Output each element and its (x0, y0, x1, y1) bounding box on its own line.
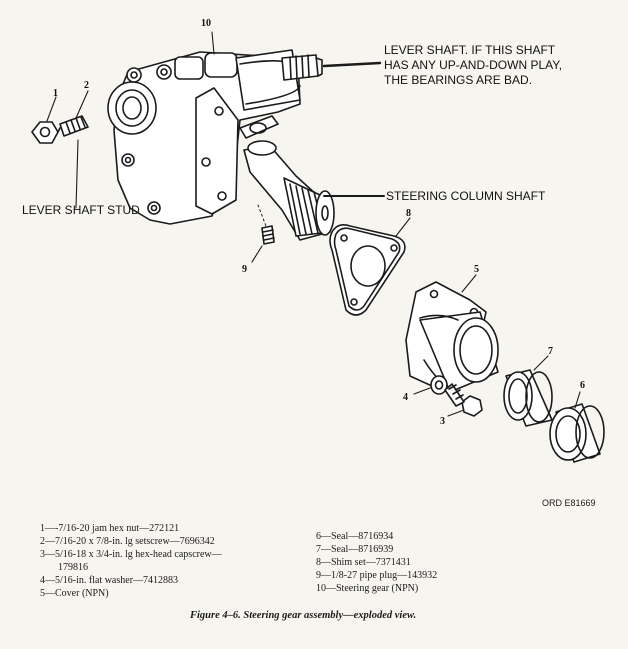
pipe-plug (257, 204, 275, 245)
cover (405, 281, 499, 393)
legend-item: 7—Seal—8716939 (316, 544, 394, 555)
legend-item: 6—Seal—8716934 (316, 531, 394, 542)
legend-item: 5—Cover (NPN) (40, 588, 109, 599)
part-number-2: 2 (84, 80, 89, 91)
legend-item: 10—Steering gear (NPN) (316, 583, 419, 594)
shim-set (329, 224, 406, 316)
hex-head-capscrew (444, 383, 483, 417)
lever-shaft-note-line-1: LEVER SHAFT. IF THIS SHAFT (384, 43, 556, 57)
legend-item: 9—1/8-27 pipe plug—143932 (316, 570, 438, 581)
legend-item: 8—Shim set—7371431 (316, 557, 411, 568)
seal-7 (503, 369, 553, 427)
legend-item: 2—7/16-20 x 7/8-in. lg setscrew—7696342 (40, 536, 215, 547)
part-number-1: 1 (53, 88, 58, 99)
part-number-8: 8 (406, 208, 411, 219)
part-number-4: 4 (403, 392, 408, 403)
parts-legend-left: 1—-7/16-20 jam hex nut—272121 2—7/16-20 x… (40, 522, 222, 600)
part-number-6: 6 (580, 380, 585, 391)
figure-caption: Figure 4–6. Steering gear assembly—explo… (190, 610, 417, 621)
legend-item: 179816 (58, 562, 88, 573)
flat-washer (430, 375, 448, 395)
lever-shaft-stud-label: LEVER SHAFT STUD (22, 203, 140, 217)
parts-legend-right: 6—Seal—8716934 7—Seal—8716939 8—Shim set—7… (316, 530, 437, 595)
part-number-9: 9 (242, 264, 247, 275)
ord-number: ORD E81669 (542, 498, 596, 508)
lever-shaft-note-line-3: THE BEARINGS ARE BAD. (384, 73, 533, 87)
legend-item: 3—5/16-18 x 3/4-in. lg hex-head capscrew… (40, 549, 222, 560)
setscrew (59, 115, 89, 137)
steering-gear-housing (107, 49, 323, 225)
legend-item: 4—5/16-in. flat washer—7412883 (40, 575, 179, 586)
part-number-7: 7 (548, 346, 553, 357)
lever-shaft-note: LEVER SHAFT. IF THIS SHAFT HAS ANY UP-AN… (384, 43, 562, 88)
steering-column-shaft-label: STEERING COLUMN SHAFT (386, 189, 546, 203)
leader-lines (46, 31, 581, 417)
jam-hex-nut (31, 121, 61, 144)
part-number-5: 5 (474, 264, 479, 275)
steering-column-shaft (243, 140, 335, 241)
part-number-3: 3 (440, 416, 445, 427)
seal-6 (549, 403, 605, 463)
lever-shaft-note-line-2: HAS ANY UP-AND-DOWN PLAY, (384, 58, 563, 72)
part-number-10: 10 (201, 18, 211, 29)
legend-item: 1—-7/16-20 jam hex nut—272121 (40, 523, 180, 534)
exploded-view-diagram (31, 31, 605, 463)
